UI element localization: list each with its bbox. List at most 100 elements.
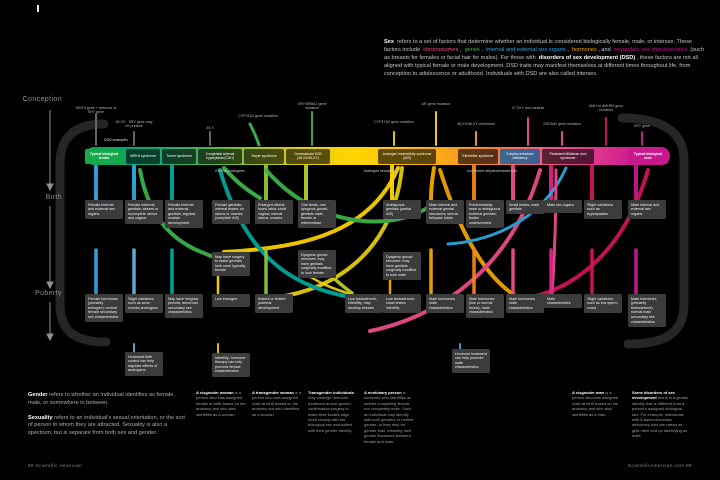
gender-identity-column: Transgender individualsmay undergo hormo… bbox=[308, 390, 358, 433]
spectrum-segment-label: Typical biological female bbox=[85, 149, 123, 164]
intro-segment: hormones bbox=[571, 47, 597, 54]
spectrum-sub-label: Androgen resistance bbox=[363, 169, 397, 173]
gene-feeder-arrows bbox=[95, 111, 643, 147]
gender-identity-column: Some disorders of sex developmentresult … bbox=[632, 390, 690, 439]
outcome-box: Slight variations such as hypospadias bbox=[584, 200, 622, 219]
gene-cause-label: SRY gene bbox=[633, 124, 651, 128]
sex-definition-paragraph: Sex refers to a set of factors that dete… bbox=[384, 38, 706, 79]
outcome-box: May have irregular periods; abnormal sec… bbox=[165, 294, 203, 318]
column-lead: A cisgender woman bbox=[196, 390, 234, 395]
outcome-box: Female genitals; internal testes; no ute… bbox=[212, 200, 250, 224]
spectrum-segment-label: Swyer syndrome bbox=[244, 149, 284, 164]
spectrum-sub-label: Insufficient dihydrotestosterone bbox=[467, 169, 517, 173]
intro-segment: genes bbox=[464, 47, 480, 54]
intro-segment: internal and external sex organs bbox=[486, 47, 566, 54]
outcome-box: Female external genitals; absent or inco… bbox=[125, 200, 163, 224]
gene-cause-label: 46,XX · SRY gene may be present bbox=[115, 120, 153, 129]
intro-segment: , bbox=[459, 47, 463, 54]
outcome-box: Female internal and external sex organs bbox=[85, 200, 123, 219]
outcome-box: Hormone treatment can help promote male … bbox=[452, 349, 490, 373]
outcome-box: One testis, one dysgenic gonad; genitals… bbox=[298, 200, 336, 229]
timeline-arrows bbox=[46, 110, 54, 342]
timeline-stage-label: Birth bbox=[45, 194, 62, 201]
gender-identity-column: A cisgender womanis a person who was ass… bbox=[196, 390, 246, 417]
column-text: may undergo hormone treatment and/or gen… bbox=[308, 395, 353, 433]
outcome-box: Male hormones (primarily testosterone); … bbox=[628, 294, 666, 327]
outcome-box: Enlarged clitoris; fused labia; short va… bbox=[255, 200, 293, 224]
outcome-box: Hormonal birth control can help regulate… bbox=[125, 352, 163, 376]
outcome-box: Ambiguous genitals (partial AIS) bbox=[383, 200, 421, 219]
outcome-box: Small testes; male genitals bbox=[506, 200, 544, 215]
column-text: is someone who identifies as neither com… bbox=[364, 390, 414, 444]
spectrum-segment-label: MRKH syndrome bbox=[126, 149, 160, 164]
gene-cause-label: CYP21A2 gene mutation bbox=[238, 114, 278, 118]
gene-cause-label: AMH or AMHR2 gene mutation bbox=[588, 104, 624, 113]
column-lead: Some disorders of sex development bbox=[632, 390, 675, 401]
gender-identity-column: A nonbinary personis someone who identif… bbox=[364, 390, 416, 444]
outcome-box: Predominantly male or ambiguous external… bbox=[466, 200, 504, 229]
gene-cause-label: AR gene mutation bbox=[421, 102, 451, 106]
note-lead: Sexuality bbox=[28, 414, 53, 421]
outcome-box: May have surgery to make genitals look m… bbox=[212, 252, 250, 276]
column-lead: A nonbinary person bbox=[364, 390, 402, 395]
outcome-box: Male hormones; male characteristics bbox=[506, 294, 544, 313]
gene-cause-label: 46,XX/46,XY chimerism bbox=[457, 122, 495, 126]
outcome-box: Slight variations such as low sperm coun… bbox=[584, 294, 622, 313]
spectrum-sub-label: Excess androgens bbox=[215, 169, 245, 173]
intro-segment: , and bbox=[598, 47, 613, 54]
spectrum-segment-label: Congenital adrenal hyperplasia (CAH) bbox=[198, 149, 242, 164]
outcome-box: Male hormones (low or normal levels); ma… bbox=[466, 294, 504, 318]
outcome-box: Female internal and external genitals; a… bbox=[165, 200, 203, 229]
intro-segment: , bbox=[481, 47, 485, 54]
column-text: result in a gender identity that is diff… bbox=[632, 395, 689, 439]
gene-cause-label: WNT4 gene + absence of SRY gene bbox=[75, 106, 117, 115]
spectrum-segment-label: Persistent Müllerian duct syndrome bbox=[542, 149, 594, 164]
outcome-box: Female hormones (primarily estrogen); no… bbox=[85, 294, 123, 323]
column-text: is a person who was assigned male at bir… bbox=[252, 390, 302, 417]
intro-segment: refers to a set of factors that determin… bbox=[384, 39, 694, 54]
gene-cause-label: CYP17A2 gene mutation bbox=[374, 120, 414, 124]
spectrum-segment-label: 5-alpha reductase deficiency bbox=[500, 149, 540, 164]
intro-segment: , bbox=[567, 47, 571, 54]
note-text: refers to an individual's sexual orienta… bbox=[28, 414, 185, 437]
footer-right-folio: ScientificAmerican.com 89 bbox=[627, 463, 692, 468]
intro-segment: disorders of sex development (DSD) bbox=[538, 55, 636, 62]
outcome-box: Male internal and external sex organs bbox=[628, 200, 666, 219]
outcome-box: Low testosterone; small testes; infertil… bbox=[383, 294, 421, 313]
outcome-box: Infertility; hormone therapy can help pr… bbox=[212, 353, 250, 377]
gene-cause-label: SRY/NR5A1 gene mutation bbox=[297, 102, 327, 111]
outcome-box: Dysgenic gonad removed; may have genital… bbox=[298, 250, 336, 279]
outcome-box: Slight variations such as acne; excess a… bbox=[125, 294, 163, 313]
bar-to-birth-ribbons bbox=[94, 164, 638, 201]
gene-cause-label: SRD5A2 gene mutation bbox=[543, 122, 581, 126]
gender-identity-column: A cisgender manis a person who was assig… bbox=[572, 390, 622, 417]
spectrum-segment-label: Turner syndrome bbox=[162, 149, 196, 164]
column-lead: A transgender woman bbox=[252, 390, 294, 395]
footer-left-folio: 88 Scientific American bbox=[28, 463, 82, 468]
crop-mark bbox=[37, 5, 39, 12]
intro-segment: chromosomes bbox=[423, 47, 459, 54]
intro-segment: , these factors are not all aligned with… bbox=[384, 55, 700, 78]
timeline-stage-label: Puberty bbox=[35, 290, 62, 297]
outcome-box: Low estrogen bbox=[212, 294, 250, 307]
intro-segment: (such as breasts for females or facial h… bbox=[384, 47, 706, 62]
outcome-box: Male internal and external genital struc… bbox=[426, 200, 464, 224]
spectrum-segment-label: Ovotesticular DSD (46,XX/46,XY) bbox=[286, 149, 330, 164]
dsd-examples-note: DSD examples bbox=[104, 138, 128, 142]
column-lead: Transgender individuals bbox=[308, 390, 355, 395]
outcome-box: Dysgenic gonad removed; may have genital… bbox=[383, 252, 421, 281]
outcome-box: Absent or limited pubertal development bbox=[255, 294, 293, 313]
spectrum-segment-label: Typical biological male bbox=[628, 149, 668, 164]
gene-cause-label: 45,X bbox=[206, 126, 214, 130]
spectrum-segment-label: Androgen insensitivity syndrome (AIS) bbox=[378, 149, 436, 164]
column-text: is a person who was assigned female at b… bbox=[196, 390, 246, 417]
spectrum-segment-label: Klinefelter syndrome bbox=[458, 149, 498, 164]
outcome-box: Male sex organs bbox=[544, 200, 582, 213]
outcome-box: Low testosterone; infertility; may devel… bbox=[345, 294, 383, 313]
puberty-to-treatment-ribbons bbox=[133, 343, 461, 354]
intro-segment: Sex bbox=[384, 39, 394, 45]
